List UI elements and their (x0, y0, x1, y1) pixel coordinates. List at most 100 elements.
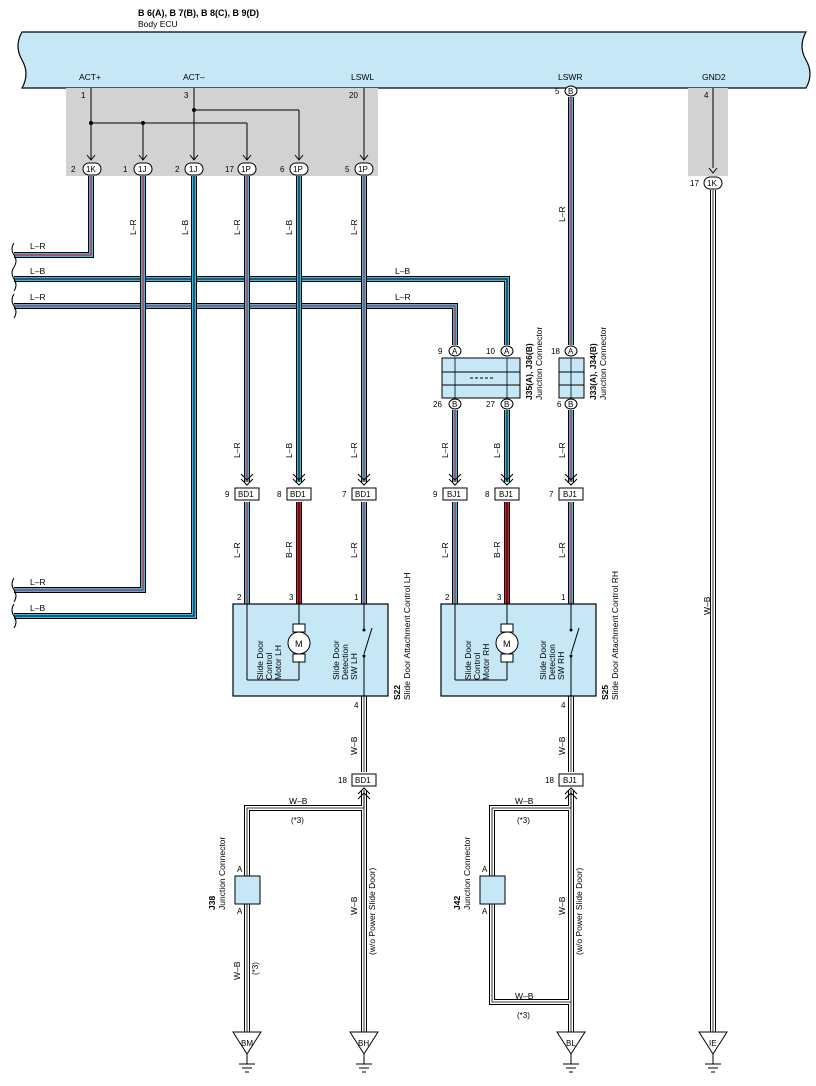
svg-text:7: 7 (342, 490, 347, 499)
connector-1p-a: 1P 17 (225, 162, 257, 176)
svg-text:J35(A), J36(B): J35(A), J36(B) (524, 343, 534, 400)
wire-label: W–B (515, 991, 534, 1001)
svg-text:BD1: BD1 (355, 490, 371, 499)
svg-text:B: B (504, 400, 509, 409)
wb-wires (244, 190, 716, 1032)
svg-text:1P: 1P (358, 165, 368, 174)
ecu-connector-codes: B 6(A), B 7(B), B 8(C), B 9(D) (138, 8, 259, 18)
wire-label: L–R (440, 542, 450, 558)
ground-bm: BM (232, 1031, 262, 1073)
wire-label: W–B (349, 736, 359, 755)
svg-text:6: 6 (280, 165, 285, 174)
svg-text:1: 1 (354, 593, 359, 602)
junction-connector-j35-j36: A A B B 9 10 26 27 J35(A), J36(B) Juncti… (433, 327, 544, 410)
motor-symbol (287, 631, 311, 655)
connector-1k-gnd: 1K 17 (690, 176, 723, 190)
pin-number: 5 (555, 87, 560, 96)
svg-text:IE: IE (709, 1039, 717, 1048)
inline-connectors-lower: BD1 18 BJ1 18 (338, 773, 584, 800)
svg-text:Detection: Detection (340, 644, 350, 680)
ground-bl: BL (556, 1031, 586, 1073)
svg-text:S25: S25 (600, 685, 610, 700)
junction-connector-j42: A A J42 Junction Connector (452, 837, 506, 916)
slide-door-control-rh: M Slide Door Control Motor RH Slide Door… (440, 571, 620, 710)
wire-label: L–R (232, 219, 242, 235)
wire-label: L–R (349, 442, 359, 458)
svg-text:BM: BM (241, 1039, 253, 1048)
pin-label-act-plus: ACT+ (79, 72, 101, 82)
wire-label: L–R (557, 442, 567, 458)
svg-text:Control: Control (264, 652, 274, 680)
wire-label: B–R (284, 541, 294, 558)
junction-connector-j33-j34: A B 18 6 J33(A), J34(B) Junction Connect… (551, 327, 608, 410)
ecu-internal-area-right (688, 88, 728, 176)
wire-label: W–B (232, 961, 242, 980)
svg-text:Control: Control (472, 652, 482, 680)
wire-label: L–B (30, 603, 45, 613)
svg-text:Slide Door Attachment Control: Slide Door Attachment Control RH (610, 571, 620, 700)
svg-text:18: 18 (338, 776, 347, 785)
svg-text:3: 3 (497, 593, 502, 602)
wire-note: (*3) (291, 816, 304, 825)
ground-bh: BH (349, 1031, 379, 1073)
svg-text:26: 26 (433, 400, 442, 409)
wire-label: W–B (515, 796, 534, 806)
svg-text:2: 2 (71, 165, 76, 174)
svg-text:S22: S22 (392, 685, 402, 700)
svg-text:10: 10 (486, 347, 495, 356)
wire-labels: L–R L–B L–B L–R L–R L–R L–B L–R L–B L–R … (30, 206, 712, 1020)
svg-text:8: 8 (485, 490, 490, 499)
svg-text:18: 18 (551, 347, 560, 356)
ground-ie: IE (698, 1031, 728, 1073)
wire-label: L–R (30, 241, 46, 251)
svg-text:A: A (482, 907, 488, 916)
wire-label: W–B (557, 736, 567, 755)
svg-text:1K: 1K (707, 179, 717, 188)
wire-label: L–B (284, 220, 294, 235)
slide-door-control-lh: M Slide Door Control Motor LH Slide Door… (232, 572, 412, 710)
svg-text:A: A (237, 865, 243, 874)
body-ecu-block (17, 31, 811, 89)
svg-text:7: 7 (549, 490, 554, 499)
svg-text:Motor LH: Motor LH (273, 645, 283, 680)
svg-text:27: 27 (486, 400, 495, 409)
svg-text:9: 9 (433, 490, 438, 499)
pin-number: 3 (184, 91, 189, 100)
wire-label: L–B (30, 266, 45, 276)
ecu-internal-area-left (66, 88, 378, 176)
svg-text:SW LH: SW LH (349, 653, 359, 680)
svg-text:BD1: BD1 (290, 490, 306, 499)
wire-label: L–R (30, 577, 46, 587)
svg-text:Detection: Detection (547, 644, 557, 680)
wire-note: (*3) (251, 962, 260, 975)
wire-label: L–B (492, 443, 502, 458)
wire-label: W–B (702, 596, 712, 615)
connector-1j-b: 1J 2 (175, 162, 204, 176)
svg-text:18: 18 (545, 776, 554, 785)
wire-note: (*3) (517, 1011, 530, 1020)
ecu-name: Body ECU (138, 19, 178, 29)
svg-text:Slide Door: Slide Door (255, 640, 265, 680)
wire-bundles (14, 97, 574, 619)
pin-label-gnd2: GND2 (702, 72, 726, 82)
svg-text:1J: 1J (138, 165, 146, 174)
svg-text:B: B (452, 400, 457, 409)
wire-label: L–R (128, 219, 138, 235)
svg-text:M: M (503, 639, 511, 649)
svg-text:9: 9 (438, 347, 443, 356)
svg-text:A: A (237, 907, 243, 916)
wire-label: L–R (557, 206, 567, 222)
svg-text:17: 17 (225, 165, 234, 174)
svg-text:3: 3 (289, 593, 294, 602)
wire-label: L–R (232, 542, 242, 558)
svg-text:Slide Door Attachment Control: Slide Door Attachment Control LH (402, 572, 412, 700)
wire-label: L–R (232, 442, 242, 458)
svg-text:A: A (452, 347, 458, 356)
switch-symbol (363, 627, 373, 655)
connector-1p-b: 1P 6 (280, 162, 309, 176)
